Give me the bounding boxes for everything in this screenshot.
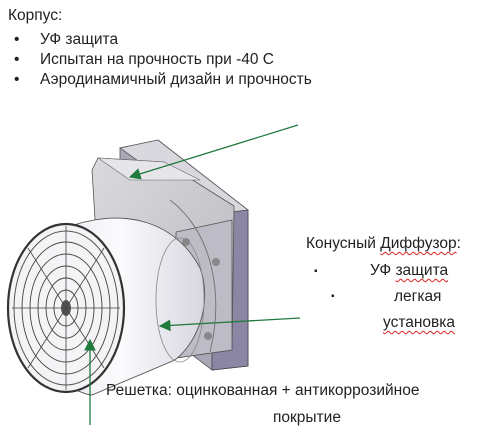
diffuser-title-word-2: Диффузор [380, 235, 457, 252]
pointer-arrow-housing [128, 124, 299, 180]
diffuser-feature-uv-word: защита [395, 262, 449, 279]
pointer-arrow-diffuser [158, 317, 301, 332]
diffuser-feature-easy-word: легкая [394, 288, 442, 305]
grille-description-line-2: покрытие [273, 409, 341, 426]
diffuser-feature-easy: легкая [394, 287, 441, 307]
housing-feature-uv: УФ защита [14, 30, 312, 50]
diffuser-feature-install: установка [383, 313, 455, 333]
annotation-arrows [84, 124, 301, 425]
protective-grille [6, 222, 126, 394]
housing-features-list: УФ защита Испытан на прочность при -40 С… [14, 30, 312, 90]
housing-feature-aerodynamic: Аэродинамичный дизайн и прочность [14, 70, 312, 90]
diffuser-feature-install-word: установка [383, 314, 456, 331]
diffuser-bullet-2: ▪ [331, 291, 335, 302]
diffuser-feature-uv: УФ защита [370, 261, 448, 281]
diffuser-title-colon: : [456, 235, 461, 252]
diffuser-bullet-1: ▪ [314, 266, 318, 277]
diffuser-title: Конусный Диффузор: [306, 234, 461, 254]
grille-description-line-1: Решетка: оцинкованная + антикоррозийное [106, 382, 420, 399]
housing-title: Корпус: [8, 7, 63, 24]
diffuser-feature-uv-prefix: УФ [370, 262, 396, 279]
housing-feature-strength-test: Испытан на прочность при -40 С [14, 50, 312, 70]
diffuser-title-word-1: Конусный [306, 235, 381, 252]
